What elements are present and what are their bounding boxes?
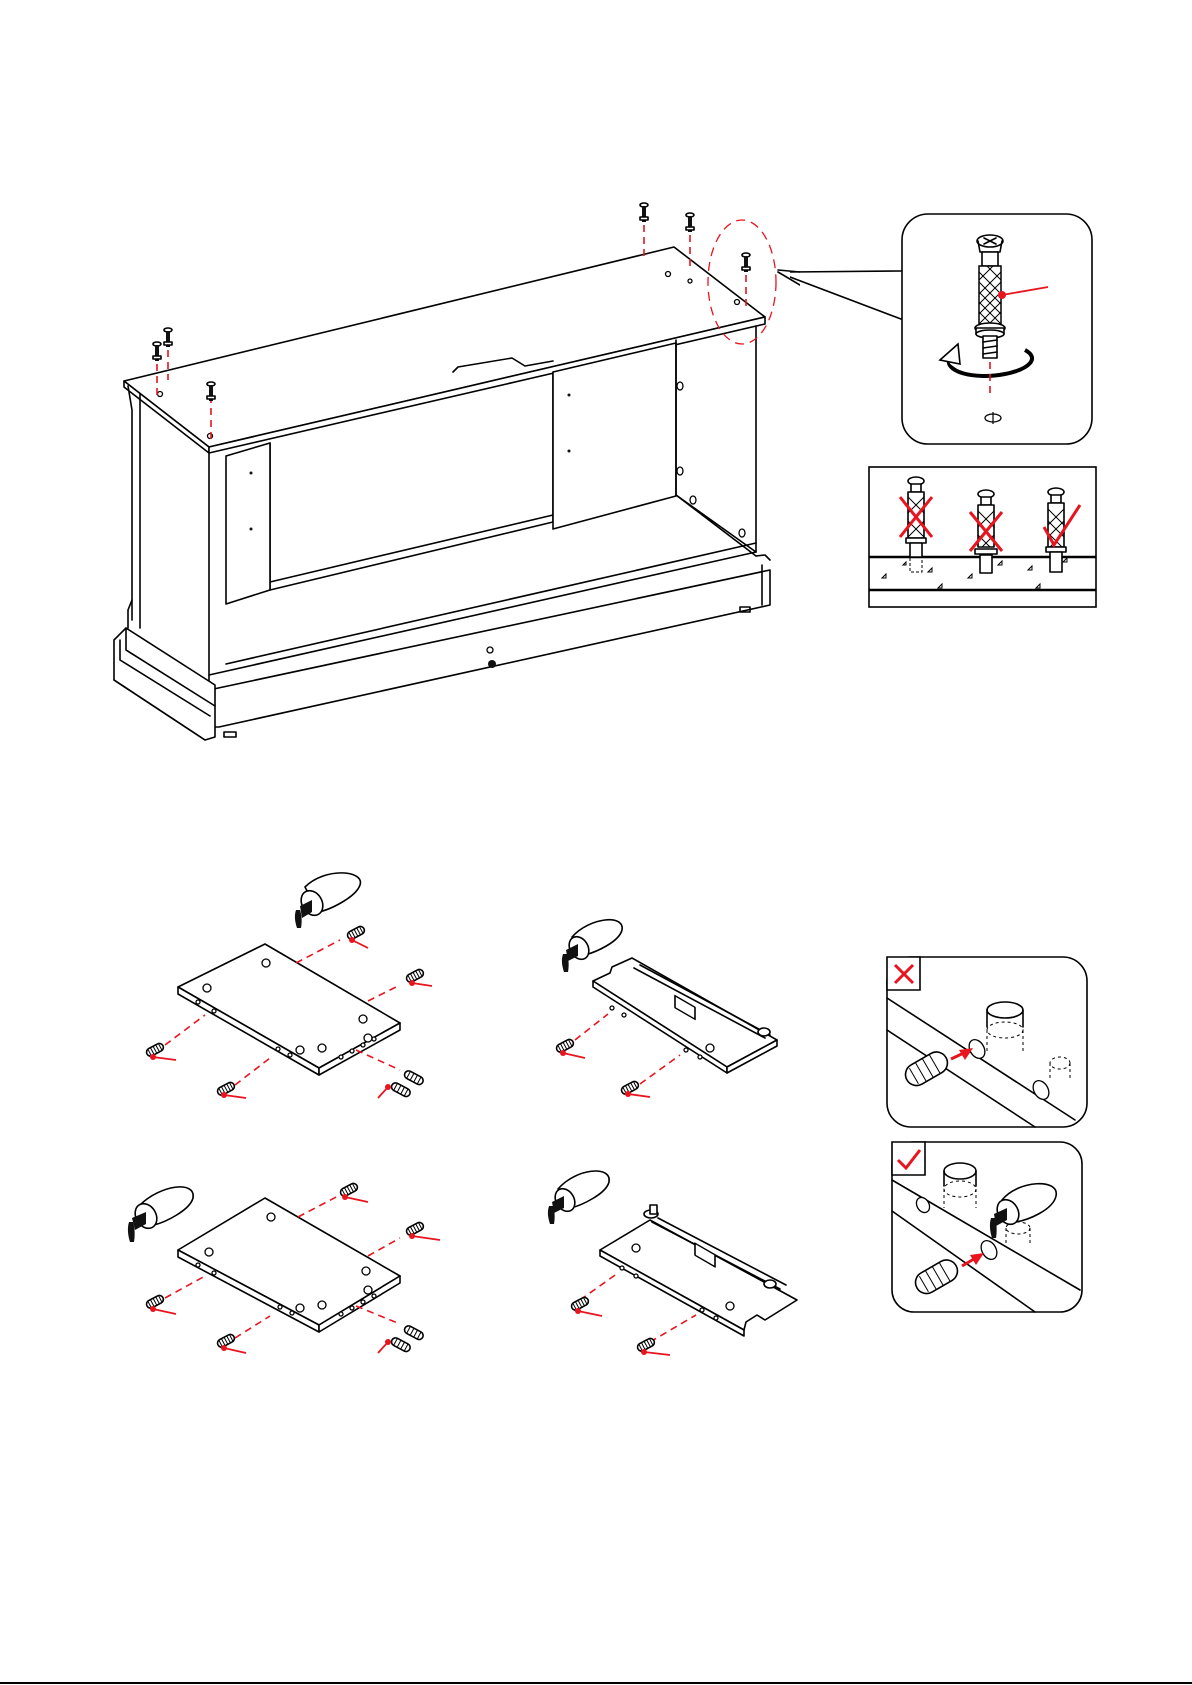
dowel-tip-wrong: [885, 955, 1090, 1130]
dowel-icon: [555, 1038, 640, 1096]
callout-leader: [790, 255, 910, 335]
cabinet-illustration: [0, 0, 800, 760]
page-bottom-rule: [0, 1682, 1192, 1684]
glue-bottle-icon: [295, 873, 361, 928]
rail-panel-with-dowels-bottom-right: [540, 1160, 800, 1360]
dowel-tip-correct: [890, 1140, 1085, 1315]
dowel-icon: [570, 1296, 656, 1353]
glue-bottle-icon: [562, 920, 622, 972]
cam-bolt-detail-callout: [900, 212, 1095, 447]
cam-bolt-depth-check: [868, 465, 1098, 610]
glue-bottle-icon: [548, 1171, 609, 1224]
glue-bottle-icon: [128, 1187, 193, 1242]
rail-panel-with-dowels-top-right: [545, 910, 785, 1100]
panel-with-dowels-top-left: [130, 860, 450, 1110]
panel-with-dowels-bottom-left: [115, 1110, 450, 1360]
